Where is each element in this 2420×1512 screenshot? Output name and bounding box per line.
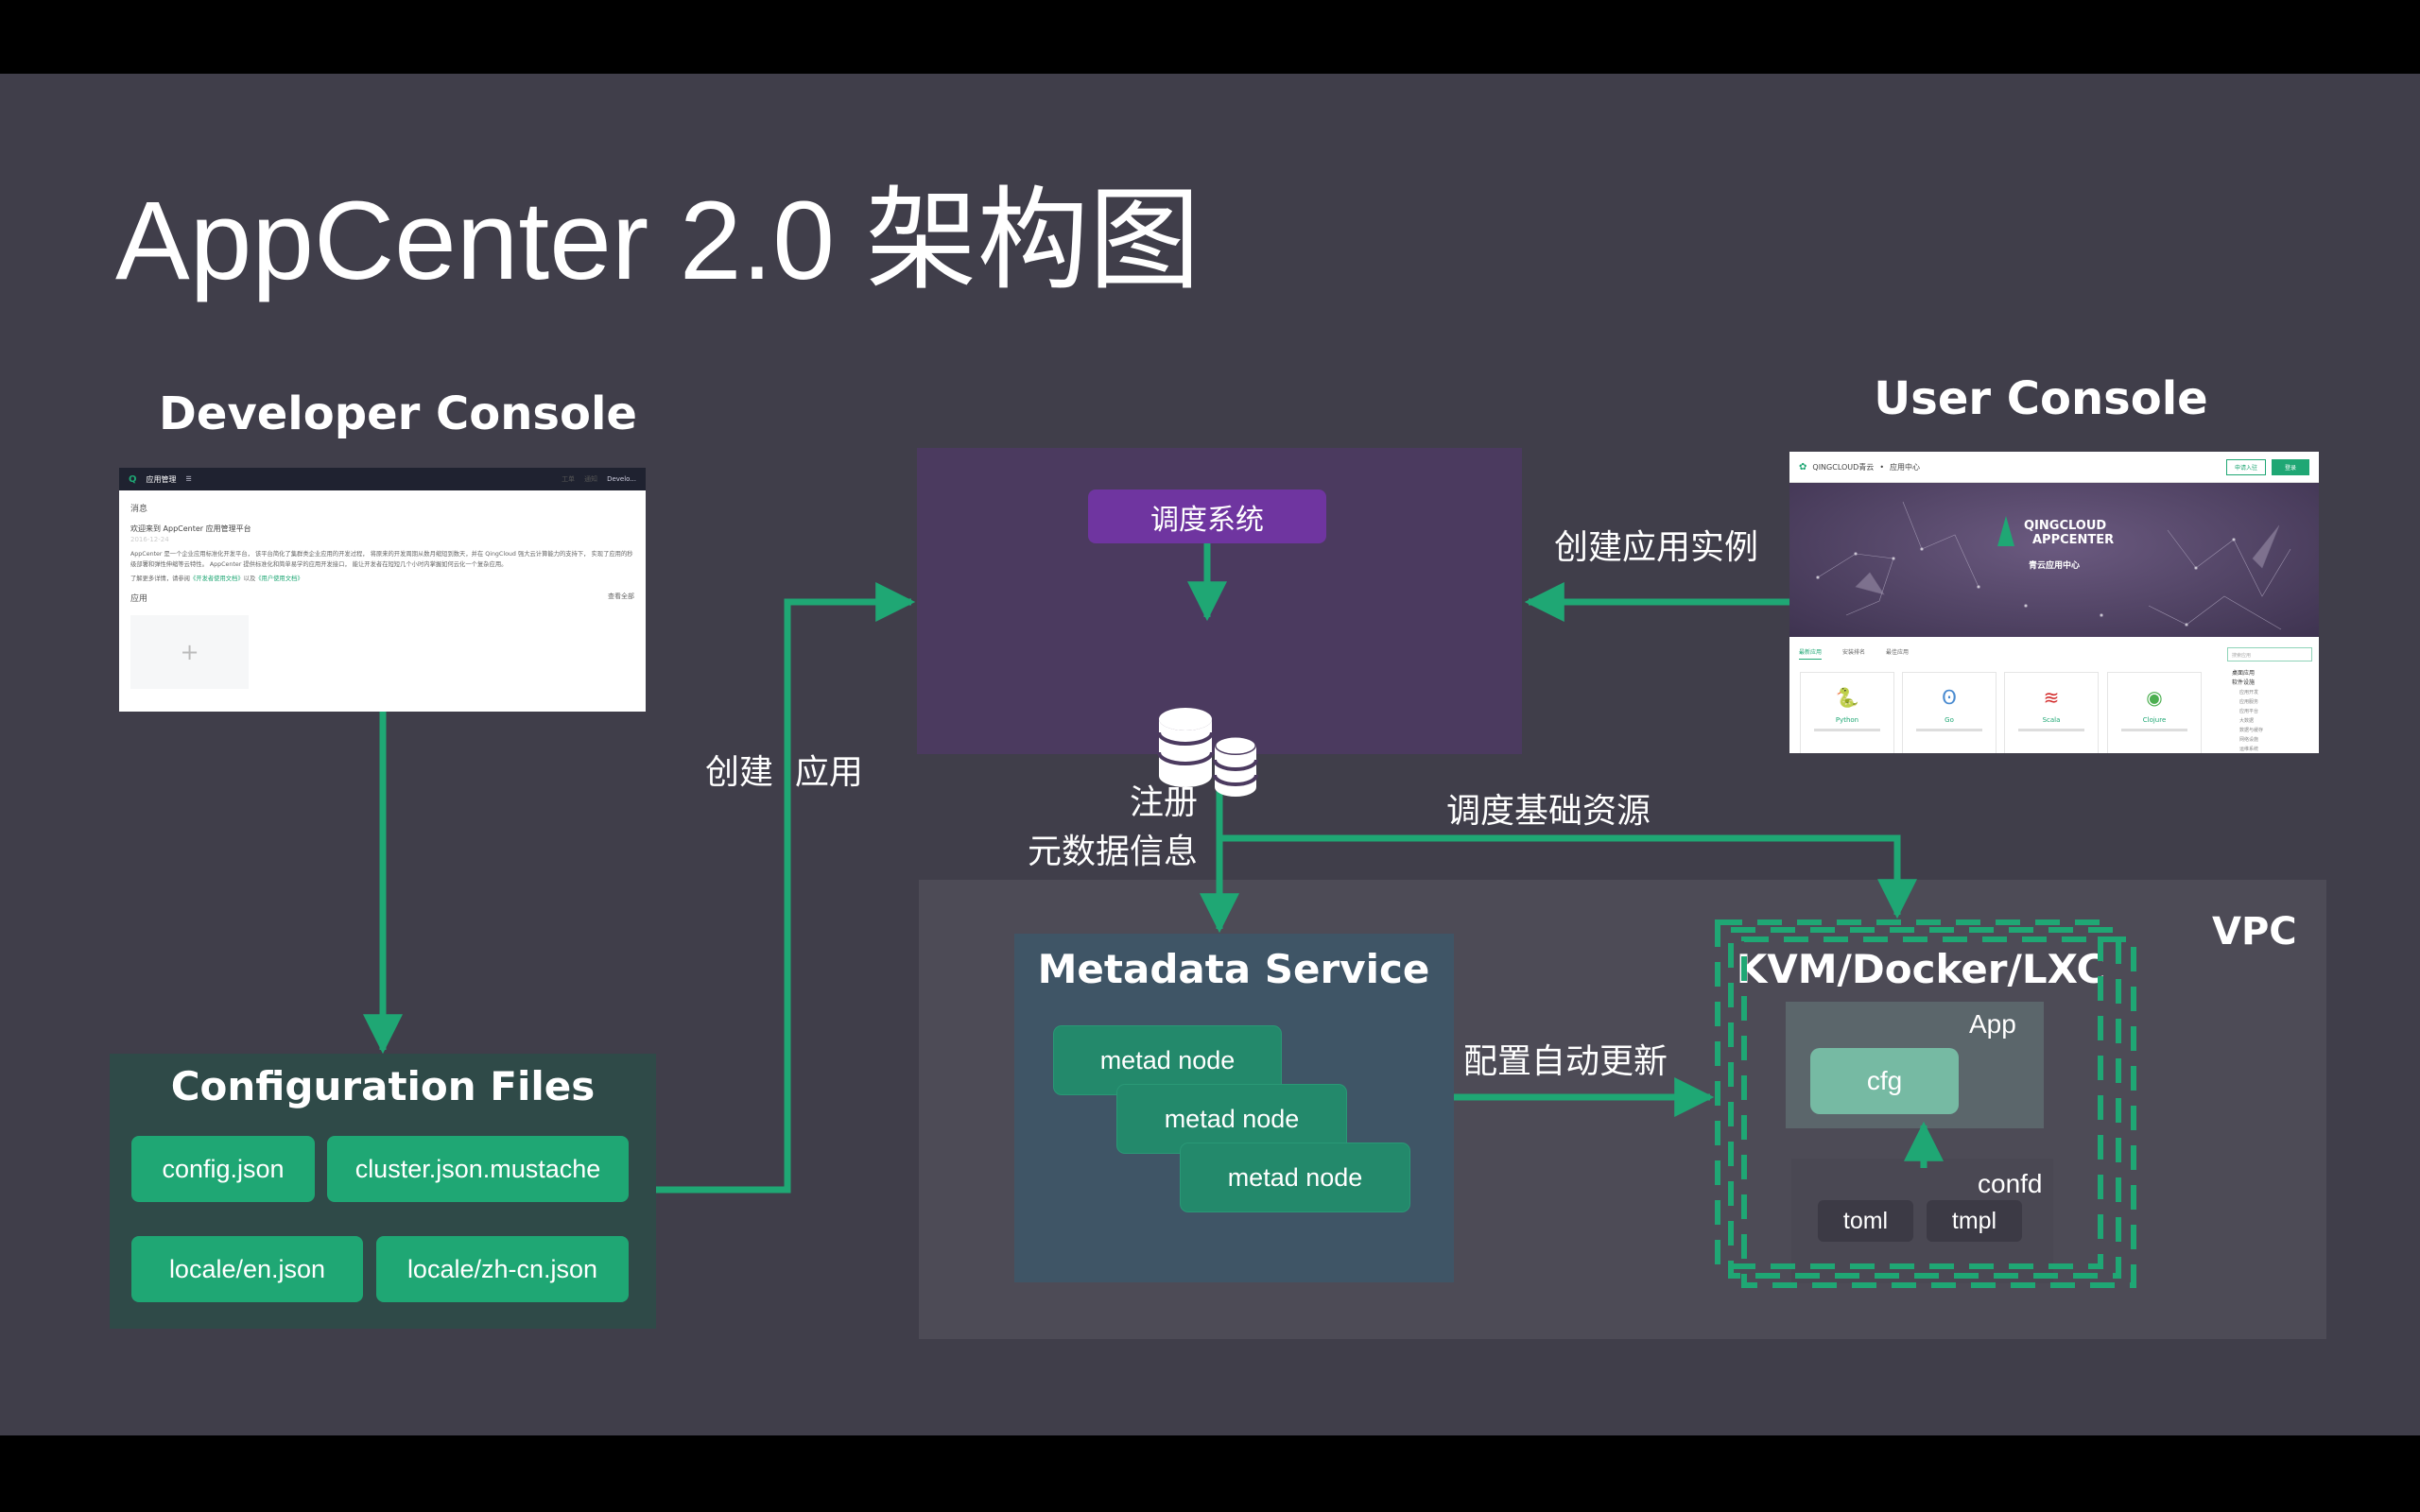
slide: AppCenter 2.0 架构图 Developer Console Q 应用…	[0, 74, 2420, 1435]
tab-bar: 最新应用 安装排名 最佳应用	[1799, 647, 1909, 660]
tab-latest: 最新应用	[1799, 647, 1823, 660]
metad-node: metad node	[1054, 1026, 1281, 1094]
metad-node: metad node	[1181, 1143, 1409, 1211]
edge-label-metadata-info: 元数据信息	[1027, 833, 1198, 871]
user-menu: Develo...	[607, 475, 636, 483]
banner-subtitle: 青云应用中心	[2028, 561, 2080, 571]
connectors	[363, 543, 2136, 1288]
toml-file: toml	[1818, 1200, 1913, 1242]
messages-heading: 消息	[130, 505, 148, 514]
arrow-schedule-resources	[1219, 834, 1917, 919]
file-chip: locale/en.json	[131, 1236, 363, 1302]
vpc-label: VPC	[2212, 910, 2297, 954]
app-card: ◉Clojure	[2107, 672, 2202, 753]
confd-label: confd	[1978, 1169, 2043, 1198]
host-dashed-border	[1715, 919, 2136, 1288]
user-console-thumbnail: ✿ QINGCLOUD青云 • 应用中心 申请入驻 登录 QI	[1789, 452, 2319, 753]
database-icon	[1157, 708, 1258, 797]
host-title: KVM/Docker/LXC	[1736, 946, 2106, 992]
configuration-files-title: Configuration Files	[170, 1063, 596, 1109]
apply-button: 申请入驻	[2225, 458, 2266, 475]
section-title: 应用中心	[1890, 462, 1921, 472]
scheduler-label: 调度系统	[1088, 490, 1326, 543]
metad-node: metad node	[1117, 1085, 1346, 1153]
edge-label-auto-update: 配置自动更新	[1463, 1042, 1668, 1081]
metadata-service-title: Metadata Service	[1037, 946, 1430, 992]
file-chip: config.json	[131, 1136, 315, 1202]
plus-icon: +	[130, 615, 249, 689]
more-info: 了解更多详情，请参阅《开发者使用文档》以及《用户使用文档》	[130, 576, 303, 582]
file-chip: cluster.json.mustache	[327, 1136, 629, 1202]
app-label: App	[1969, 1009, 2016, 1039]
tmpl-file: tmpl	[1927, 1200, 2022, 1242]
apps-heading: 应用	[130, 594, 148, 604]
nav-link: 工单	[562, 475, 576, 483]
user-console-label: User Console	[1874, 372, 2208, 425]
file-chip: locale/zh-cn.json	[376, 1236, 629, 1302]
logo-icon: ✿	[1799, 461, 1807, 472]
tab-best: 最佳应用	[1886, 649, 1910, 656]
nav-link: 通知	[584, 475, 598, 483]
view-all-link: 查看全部	[608, 593, 634, 600]
menu-icon: ☰	[185, 475, 192, 483]
app-card: ≋Scala	[2004, 672, 2099, 753]
edge-label-register: 注册	[1129, 783, 1198, 822]
edge-label-schedule-resources: 调度基础资源	[1446, 792, 1651, 831]
edge-label-create-app: 创建 应用	[705, 753, 863, 792]
brand: QINGCLOUD青云	[1812, 462, 1875, 472]
developer-console-label: Developer Console	[159, 387, 637, 440]
welcome-text: 欢迎来到 AppCenter 应用管理平台	[130, 524, 251, 533]
date: 2016-12-24	[130, 536, 169, 543]
developer-console-thumbnail: Q 应用管理 ☰ 工单 通知 Develo... 消息 欢迎来到 AppCent…	[119, 468, 646, 712]
nav-title: 应用管理	[146, 474, 177, 484]
page-title: AppCenter 2.0 架构图	[115, 179, 1201, 303]
edge-label-create-instance: 创建应用实例	[1554, 528, 1759, 567]
cfg-box: cfg	[1810, 1048, 1959, 1114]
constellation-pattern	[1816, 501, 2291, 630]
arrow-config-to-scheduler	[656, 582, 916, 1194]
search-input: 搜索应用	[2227, 647, 2312, 662]
app-card: 🐍Python	[1800, 672, 1894, 753]
body-text: AppCenter 是一个企业应用标准化开发平台， 该平台简化了集群类企业应用的…	[130, 551, 633, 568]
logo-icon: Q	[129, 473, 137, 485]
tab-ranking: 安装排名	[1842, 649, 1866, 656]
login-button: 登录	[2271, 458, 2309, 475]
